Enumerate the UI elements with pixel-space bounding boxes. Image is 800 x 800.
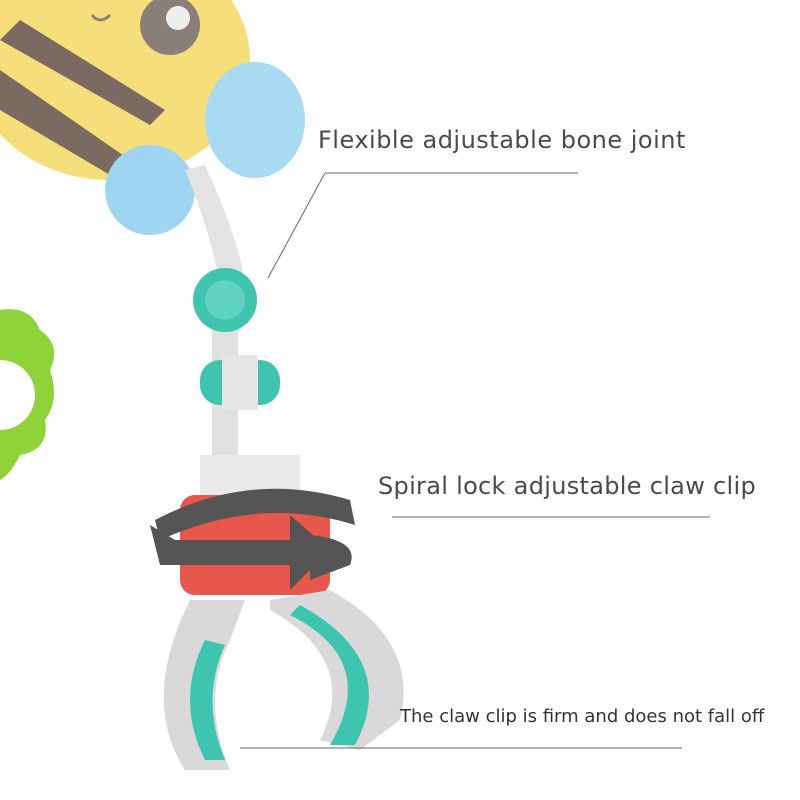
firm-annotation: The claw clip is firm and does not fall … bbox=[400, 706, 765, 727]
arm bbox=[185, 165, 300, 505]
clip-annotation: Spiral lock adjustable claw clip bbox=[378, 472, 757, 500]
joint-annotation: Flexible adjustable bone joint bbox=[318, 126, 686, 154]
bee-body bbox=[0, 0, 250, 180]
annotation-lines bbox=[240, 172, 710, 749]
claw-clip bbox=[163, 590, 404, 770]
rotation-arrow-icon bbox=[150, 488, 355, 590]
bee-wings bbox=[105, 62, 305, 235]
green-teether bbox=[0, 309, 55, 480]
